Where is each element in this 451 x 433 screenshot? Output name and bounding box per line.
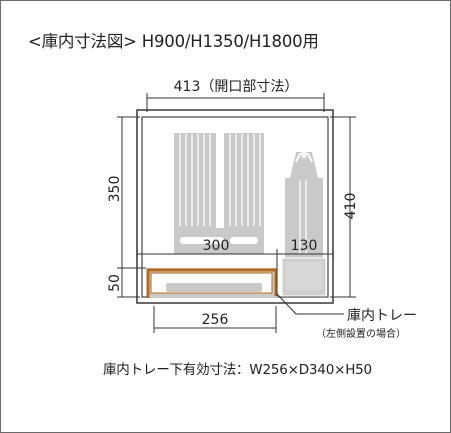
inner-tray bbox=[146, 268, 278, 298]
tray-spec-text: 庫内トレー下有効寸法：W256×D340×H50 bbox=[103, 362, 372, 378]
dim-bottom-tray-label: 256 bbox=[202, 312, 229, 328]
dim-inner-right-label: 130 bbox=[291, 238, 318, 254]
tray-callout-note: （左側設置の場合） bbox=[316, 327, 406, 340]
tray-callout-label: 庫内トレー bbox=[347, 307, 417, 324]
dim-top-width bbox=[146, 93, 325, 112]
tray-callout-leader bbox=[275, 292, 344, 315]
dim-right-height bbox=[330, 116, 356, 298]
dim-inner-left-label: 300 bbox=[203, 238, 230, 254]
dim-left-height bbox=[117, 116, 146, 298]
dim-left-height-label: 350 bbox=[107, 176, 123, 203]
tall-item-left bbox=[174, 133, 230, 254]
dim-bottom-tray bbox=[153, 306, 277, 333]
dim-left-tray-label: 50 bbox=[107, 274, 123, 292]
dim-top-width-label: 413（開口部寸法） bbox=[174, 79, 299, 95]
diagram-title: <庫内寸法図> H900/H1350/H1800用 bbox=[28, 32, 319, 51]
bottle-item-right bbox=[281, 152, 327, 297]
tall-item-middle bbox=[224, 133, 264, 254]
cabinet-outer bbox=[136, 109, 334, 304]
dim-right-height-label: 410 bbox=[343, 193, 359, 220]
dim-inner-widths bbox=[136, 249, 334, 296]
stored-items bbox=[174, 133, 327, 297]
